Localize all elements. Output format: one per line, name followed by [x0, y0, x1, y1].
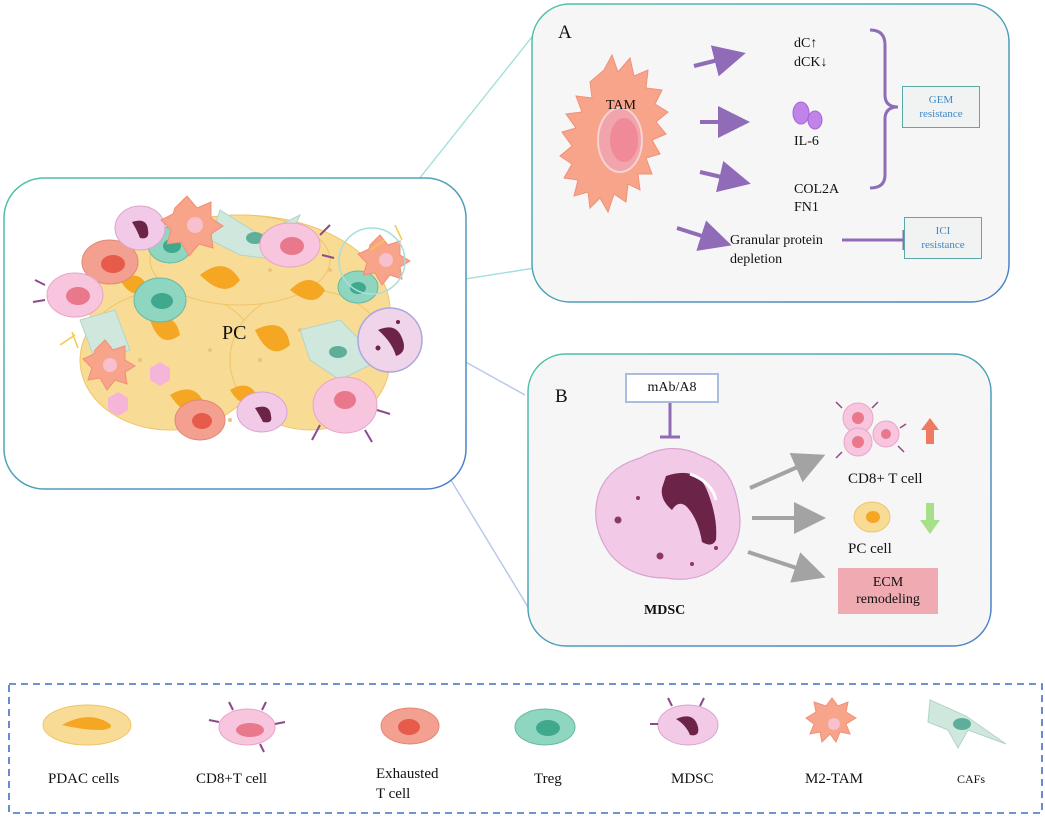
tam-label: TAM — [606, 98, 636, 113]
legend-cafs-icon — [927, 699, 1007, 750]
col2a-label: COL2A — [794, 182, 840, 197]
tam-cell — [559, 53, 669, 214]
dck-label: dCK↓ — [794, 55, 828, 70]
ecm-line1: ECM — [872, 575, 904, 590]
pc-cell-icon — [853, 501, 891, 533]
mab-a8-box: mAb/A8 — [625, 373, 719, 403]
legend-label-m2tam: M2-TAM — [805, 771, 863, 787]
granular-label-line2: depletion — [730, 252, 783, 267]
gem-line2: resistance — [919, 108, 963, 120]
gem-line1: GEM — [928, 94, 954, 106]
gem-bracket — [869, 28, 899, 190]
legend-pdac-icon — [42, 704, 132, 746]
up-arrow-icon — [921, 418, 939, 444]
legend-label-cd8: CD8+T cell — [196, 771, 268, 787]
legend-box — [8, 683, 1043, 814]
center-label-pc: PC — [222, 322, 247, 344]
pc-cell-label: PC cell — [848, 541, 892, 557]
il6-icon — [792, 101, 823, 130]
mdsc-label: MDSC — [644, 603, 686, 618]
panel-a-letter: A — [558, 22, 572, 43]
legend-label-pdac: PDAC cells — [48, 771, 120, 787]
ecm-line2: remodeling — [856, 592, 920, 607]
panel-b-letter: B — [555, 386, 568, 407]
down-arrow-icon — [920, 503, 940, 534]
panel-a — [531, 3, 1010, 303]
dc-label: dC↑ — [794, 36, 818, 51]
cd8-t-cell-label: CD8+ T cell — [848, 471, 923, 487]
ecm-remodeling-box: ECM remodeling — [838, 568, 938, 614]
legend-treg-icon — [514, 708, 576, 746]
legend-mdsc-icon — [650, 697, 719, 746]
fn1-label: FN1 — [794, 200, 819, 215]
panel-a-arrows — [676, 45, 751, 251]
cd8-cluster-icon — [835, 401, 907, 459]
mab-inhibit-line — [660, 401, 680, 439]
ici-resistance-box: ICI resistance — [904, 217, 982, 259]
legend-exhausted-icon — [380, 707, 440, 745]
panel-b-arrows — [747, 453, 826, 583]
legend-m2tam-icon — [805, 697, 857, 744]
ici-line2: resistance — [921, 239, 965, 251]
legend-label-mdsc: MDSC — [671, 771, 714, 787]
legend-label-exhausted-line2: T cell — [376, 786, 411, 802]
legend-label-treg: Treg — [534, 771, 562, 787]
mdsc-cell — [595, 447, 741, 580]
legend-label-cafs: CAFs — [957, 772, 986, 786]
legend-label-exhausted-line1: Exhausted — [376, 766, 439, 782]
tumor-cluster — [32, 195, 423, 443]
il6-label: IL-6 — [794, 134, 819, 149]
gem-resistance-box: GEM resistance — [902, 86, 980, 128]
ici-line1: ICI — [935, 225, 951, 237]
legend-cd8-icon — [208, 701, 286, 753]
granular-label-line1: Granular protein — [730, 233, 823, 248]
